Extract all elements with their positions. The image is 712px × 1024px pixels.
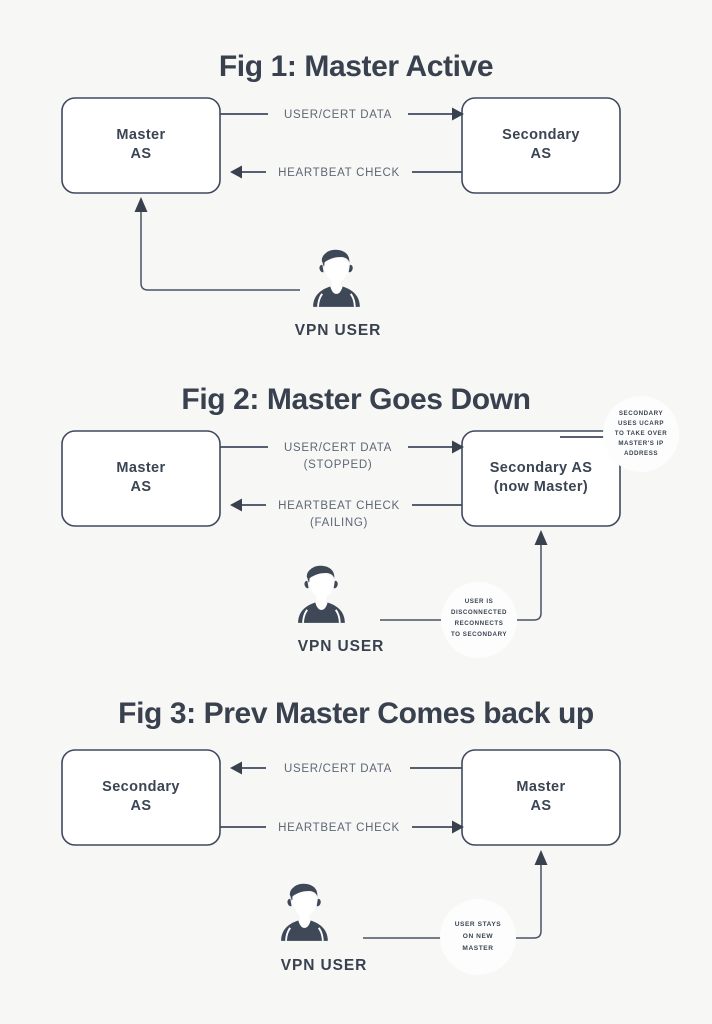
fig2-user-connector-arrowhead (534, 530, 548, 545)
fig2-left-box[interactable]: Master AS (61, 430, 221, 527)
fig2-bubble-reconnect-line1: USER IS (465, 598, 494, 605)
fig2-right-box-line2: (now Master) (494, 479, 588, 495)
user-avatar-icon (298, 565, 345, 623)
fig2-edge2-label: HEARTBEAT CHECK (278, 500, 400, 512)
fig2-bubble-ucarp-line1: SECONDARY (619, 410, 664, 417)
fig3-edge2-arrowhead (452, 820, 464, 834)
fig2-title: Fig 2: Master Goes Down (181, 383, 530, 416)
figure-fig1: Fig 1: Master Active Master AS Secondary… (61, 50, 621, 339)
fig3-right-box-rect (461, 749, 621, 846)
fig2-right-box-rect (461, 430, 621, 527)
fig3-edge-heartbeat-check: HEARTBEAT CHECK (220, 820, 464, 834)
fig3-left-box-rect (61, 749, 221, 846)
fig1-user-connector (134, 197, 300, 291)
fig2-user-connector (380, 530, 548, 621)
fig2-bubble-ucarp: SECONDARY USES UCARP TO TAKE OVER MASTER… (603, 396, 679, 472)
fig1-edge-user-cert-data: USER/CERT DATA (220, 107, 464, 121)
fig3-user-connector (363, 850, 548, 939)
fig1-edge2-arrowhead (230, 165, 242, 179)
fig2-bubble-ucarp-circle (603, 396, 679, 472)
fig1-right-box-line1: Secondary (502, 127, 580, 143)
fig3-left-box-line2: AS (131, 798, 152, 814)
fig2-edge-heartbeat-check: HEARTBEAT CHECK (FAILING) (230, 498, 462, 529)
fig2-bubble-reconnect: USER IS DISCONNECTED RECONNECTS TO SECON… (441, 582, 517, 658)
fig2-left-box-line2: AS (131, 479, 152, 495)
fig3-edge-user-cert-data: USER/CERT DATA (230, 761, 462, 775)
fig3-left-box-line1: Secondary (102, 779, 180, 795)
fig2-bubble-ucarp-line4: MASTER'S IP (618, 440, 663, 447)
fig1-title: Fig 1: Master Active (219, 50, 493, 83)
fig2-user-label: VPN USER (298, 638, 384, 655)
user-avatar-icon (313, 249, 360, 307)
fig1-edge2-label: HEARTBEAT CHECK (278, 167, 400, 179)
fig3-user-label: VPN USER (281, 957, 367, 974)
fig1-edge-heartbeat-check: HEARTBEAT CHECK (230, 165, 462, 179)
fig3-bubble-stays-line2: ON NEW (463, 933, 494, 940)
fig3-edge1-arrowhead (230, 761, 242, 775)
fig3-title: Fig 3: Prev Master Comes back up (118, 697, 594, 730)
fig1-edge1-label: USER/CERT DATA (284, 109, 392, 121)
fig2-left-box-rect (61, 430, 221, 527)
fig1-right-box-rect (461, 97, 621, 194)
fig1-left-box-line2: AS (131, 146, 152, 162)
fig2-bubble-ucarp-line2: USES UCARP (618, 420, 664, 427)
user-avatar-icon (281, 883, 328, 941)
fig3-edge1-label: USER/CERT DATA (284, 763, 392, 775)
fig1-left-box-line1: Master (116, 127, 165, 143)
fig3-bubble-stays-circle (440, 899, 516, 975)
fig2-bubble-reconnect-line2: DISCONNECTED (451, 609, 507, 616)
fig1-user[interactable]: VPN USER (295, 249, 381, 339)
fig3-edge2-label: HEARTBEAT CHECK (278, 822, 400, 834)
fig2-user[interactable]: VPN USER (298, 565, 384, 655)
fig2-bubble-ucarp-line5: ADDRESS (624, 450, 658, 457)
fig3-user-connector-arrowhead (534, 850, 548, 865)
fig1-right-box-line2: AS (531, 146, 552, 162)
fig1-edge1-arrowhead (452, 107, 464, 121)
fig2-edge-user-cert-data: USER/CERT DATA (STOPPED) (220, 440, 464, 471)
fig2-edge1-label: USER/CERT DATA (284, 442, 392, 454)
fig3-right-box-line2: AS (531, 798, 552, 814)
fig3-user[interactable]: VPN USER (281, 883, 367, 974)
fig3-bubble-stays: USER STAYS ON NEW MASTER (440, 899, 516, 975)
fig2-bubble-reconnect-line4: TO SECONDARY (451, 631, 507, 638)
fig3-bubble-stays-line1: USER STAYS (455, 921, 502, 928)
fig2-bubble-ucarp-line3: TO TAKE OVER (615, 430, 667, 437)
fig3-left-box[interactable]: Secondary AS (61, 749, 221, 846)
fig3-right-box[interactable]: Master AS (461, 749, 621, 846)
fig3-bubble-stays-line3: MASTER (462, 945, 493, 952)
fig1-user-connector-arrowhead (134, 197, 148, 212)
fig2-right-box-line1: Secondary AS (490, 460, 593, 476)
figure-fig2: Fig 2: Master Goes Down Master AS Second… (61, 383, 679, 658)
fig2-edge2-sublabel: (FAILING) (310, 517, 368, 529)
fig1-right-box[interactable]: Secondary AS (461, 97, 621, 194)
fig2-edge1-arrowhead (452, 440, 464, 454)
fig1-left-box[interactable]: Master AS (61, 97, 221, 194)
fig1-user-label: VPN USER (295, 322, 381, 339)
fig2-bubble-reconnect-line3: RECONNECTS (455, 620, 504, 627)
fig3-right-box-line1: Master (516, 779, 565, 795)
figure-fig3: Fig 3: Prev Master Comes back up Seconda… (61, 697, 621, 975)
fig2-bubble-reconnect-circle (441, 582, 517, 658)
fig2-edge1-sublabel: (STOPPED) (304, 459, 373, 471)
fig2-right-box[interactable]: Secondary AS (now Master) (461, 430, 621, 527)
fig2-left-box-line1: Master (116, 460, 165, 476)
fig2-edge2-arrowhead (230, 498, 242, 512)
fig1-left-box-rect (61, 97, 221, 194)
